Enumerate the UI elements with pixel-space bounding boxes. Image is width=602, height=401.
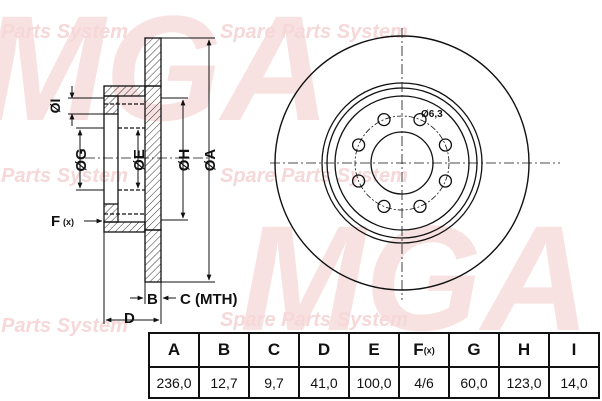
watermark-logo: MGA xyxy=(0,0,330,152)
bolt-holes xyxy=(351,112,453,214)
watermark-tagline: Spare Parts System xyxy=(220,21,408,43)
hat-wall xyxy=(144,85,162,231)
value-H: 123,0 xyxy=(498,366,550,399)
side-dimensions xyxy=(68,37,215,324)
bolt-hole xyxy=(377,112,391,127)
side-labels: ØA ØH ØE ØG ØI F (x) B C (MTH) D xyxy=(47,99,237,327)
value-D: 41,0 xyxy=(298,366,350,399)
watermark-tagline: Spare Parts System xyxy=(0,21,128,43)
friction-ring-top xyxy=(144,37,162,87)
bolt-hole xyxy=(438,138,453,152)
side-section-view xyxy=(85,37,215,283)
front-labels: Ø6,3 xyxy=(421,109,443,120)
header-I: I xyxy=(548,332,600,368)
label-B: B xyxy=(147,291,158,308)
hub-flange-bottom xyxy=(103,221,146,233)
header-E: E xyxy=(348,332,400,368)
label-C: C (MTH) xyxy=(180,291,237,308)
bolt-hole xyxy=(351,138,366,152)
header-D: D xyxy=(298,332,350,368)
hub-shoulder-top xyxy=(103,95,119,115)
value-I: 14,0 xyxy=(548,366,600,399)
spec-table: A B C D E F(x) G H I 236,0 12,7 9,7 41,0… xyxy=(148,332,600,399)
label-A: ØA xyxy=(202,149,219,172)
value-A: 236,0 xyxy=(148,366,200,399)
value-G: 60,0 xyxy=(448,366,500,399)
header-H: H xyxy=(498,332,550,368)
label-G: ØG xyxy=(73,148,90,171)
value-B: 12,7 xyxy=(198,366,250,399)
watermark-tagline: Spare Parts System xyxy=(220,165,408,187)
value-E: 100,0 xyxy=(348,366,400,399)
value-C: 9,7 xyxy=(248,366,300,399)
header-F-sub: (x) xyxy=(423,345,435,356)
header-F: F(x) xyxy=(398,332,450,368)
header-B: B xyxy=(198,332,250,368)
friction-ring-bottom xyxy=(144,229,162,283)
header-C: C xyxy=(248,332,300,368)
hub-flange-top xyxy=(103,85,146,97)
watermark-tagline: Spare Parts System xyxy=(0,165,128,187)
hat-outer-circle xyxy=(326,87,478,239)
watermark-tagline: Spare Parts System xyxy=(0,315,128,337)
bolt-hole xyxy=(413,199,427,214)
bolt-pcd-circle xyxy=(354,115,450,211)
hat-inner-circle xyxy=(334,95,470,231)
spec-header-row: A B C D E F(x) G H I xyxy=(148,332,600,368)
label-I: ØI xyxy=(47,99,63,114)
watermark: MGA MGA Spare Parts System Spare Parts S… xyxy=(0,0,590,362)
label-F: F xyxy=(51,213,60,230)
hub-shoulder-bottom xyxy=(103,203,119,223)
center-bore-circle xyxy=(370,131,434,195)
header-G: G xyxy=(448,332,500,368)
value-F: 4/6 xyxy=(398,366,450,399)
bolt-hole xyxy=(351,174,366,188)
spec-value-row: 236,0 12,7 9,7 41,0 100,0 4/6 60,0 123,0… xyxy=(148,366,600,399)
bolt-hole xyxy=(377,199,391,214)
front-view xyxy=(270,28,560,300)
label-F-sub: (x) xyxy=(63,217,74,227)
label-hole-dia: Ø6,3 xyxy=(421,109,443,120)
friction-inner-circle xyxy=(321,82,483,244)
watermark-tagline: Spare Parts System xyxy=(220,309,408,331)
label-E: ØE xyxy=(131,149,148,171)
label-D: D xyxy=(124,310,135,327)
bolt-hole xyxy=(438,174,453,188)
label-H: ØH xyxy=(176,149,193,172)
header-F-text: F xyxy=(413,340,424,359)
header-A: A xyxy=(148,332,200,368)
outer-edge-circle xyxy=(274,35,530,291)
bolt-hole xyxy=(413,112,427,127)
